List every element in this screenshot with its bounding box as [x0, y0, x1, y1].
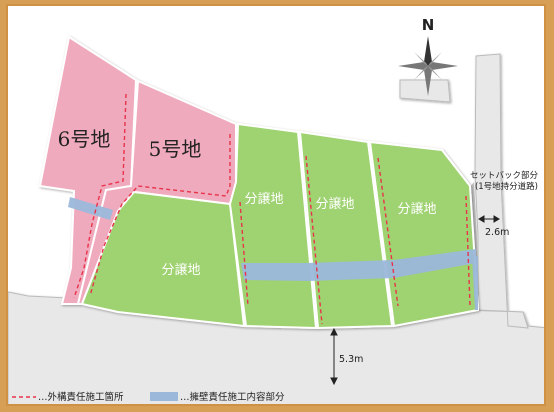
exterior-line-lot6 — [73, 93, 127, 299]
retaining-walls — [68, 197, 478, 310]
lot-map: N 6号地 5号地 分譲地 分譲地 分譲地 分譲地 セットバック部分 (1号地持… — [8, 16, 544, 404]
exterior-line-sale-left — [239, 201, 249, 307]
compass-icon — [398, 36, 458, 96]
dimension-south — [330, 327, 338, 386]
legend-retaining-swatch — [150, 392, 178, 401]
exterior-line-sale-right — [377, 157, 399, 307]
legend: …外構責任施工箇所 …擁壁責任施工内容部分 — [12, 391, 285, 403]
exterior-line-sale-mid — [305, 155, 323, 325]
exterior-line-east — [465, 195, 471, 307]
east-road-width: 2.6m — [485, 227, 509, 238]
lot6-label: 6号地 — [58, 127, 111, 151]
setback-label-line1: セットバック部分 — [470, 170, 539, 181]
lots — [38, 35, 480, 330]
sale-top-left-label: 分譲地 — [244, 191, 283, 207]
retaining-wall-central — [241, 249, 476, 281]
lot5-label: 5号地 — [149, 137, 202, 161]
sale-top-mid-label: 分譲地 — [315, 196, 354, 212]
lot-sale-top-right — [368, 140, 480, 328]
legend-exterior-label: …外構責任施工箇所 — [38, 391, 124, 403]
exterior-lines — [73, 93, 471, 325]
retaining-wall-west — [68, 197, 113, 220]
sale-top-right-label: 分譲地 — [397, 201, 436, 217]
south-road-width: 5.3m — [339, 354, 363, 365]
lot-sale-bottom — [80, 190, 246, 328]
retaining-wall-east — [472, 256, 478, 310]
compass-label: N — [422, 16, 435, 34]
setback-label-line2: (1号地持分道路) — [475, 181, 538, 192]
map-frame: N 6号地 5号地 分譲地 分譲地 分譲地 分譲地 セットバック部分 (1号地持… — [6, 4, 546, 406]
dimension-east — [478, 215, 500, 223]
legend-retaining-label: …擁壁責任施工内容部分 — [180, 391, 285, 403]
sale-bottom-label: 分譲地 — [161, 262, 200, 278]
lot-6 — [38, 35, 138, 305]
exterior-line-lot5 — [89, 134, 231, 297]
north-east-road — [399, 79, 451, 103]
